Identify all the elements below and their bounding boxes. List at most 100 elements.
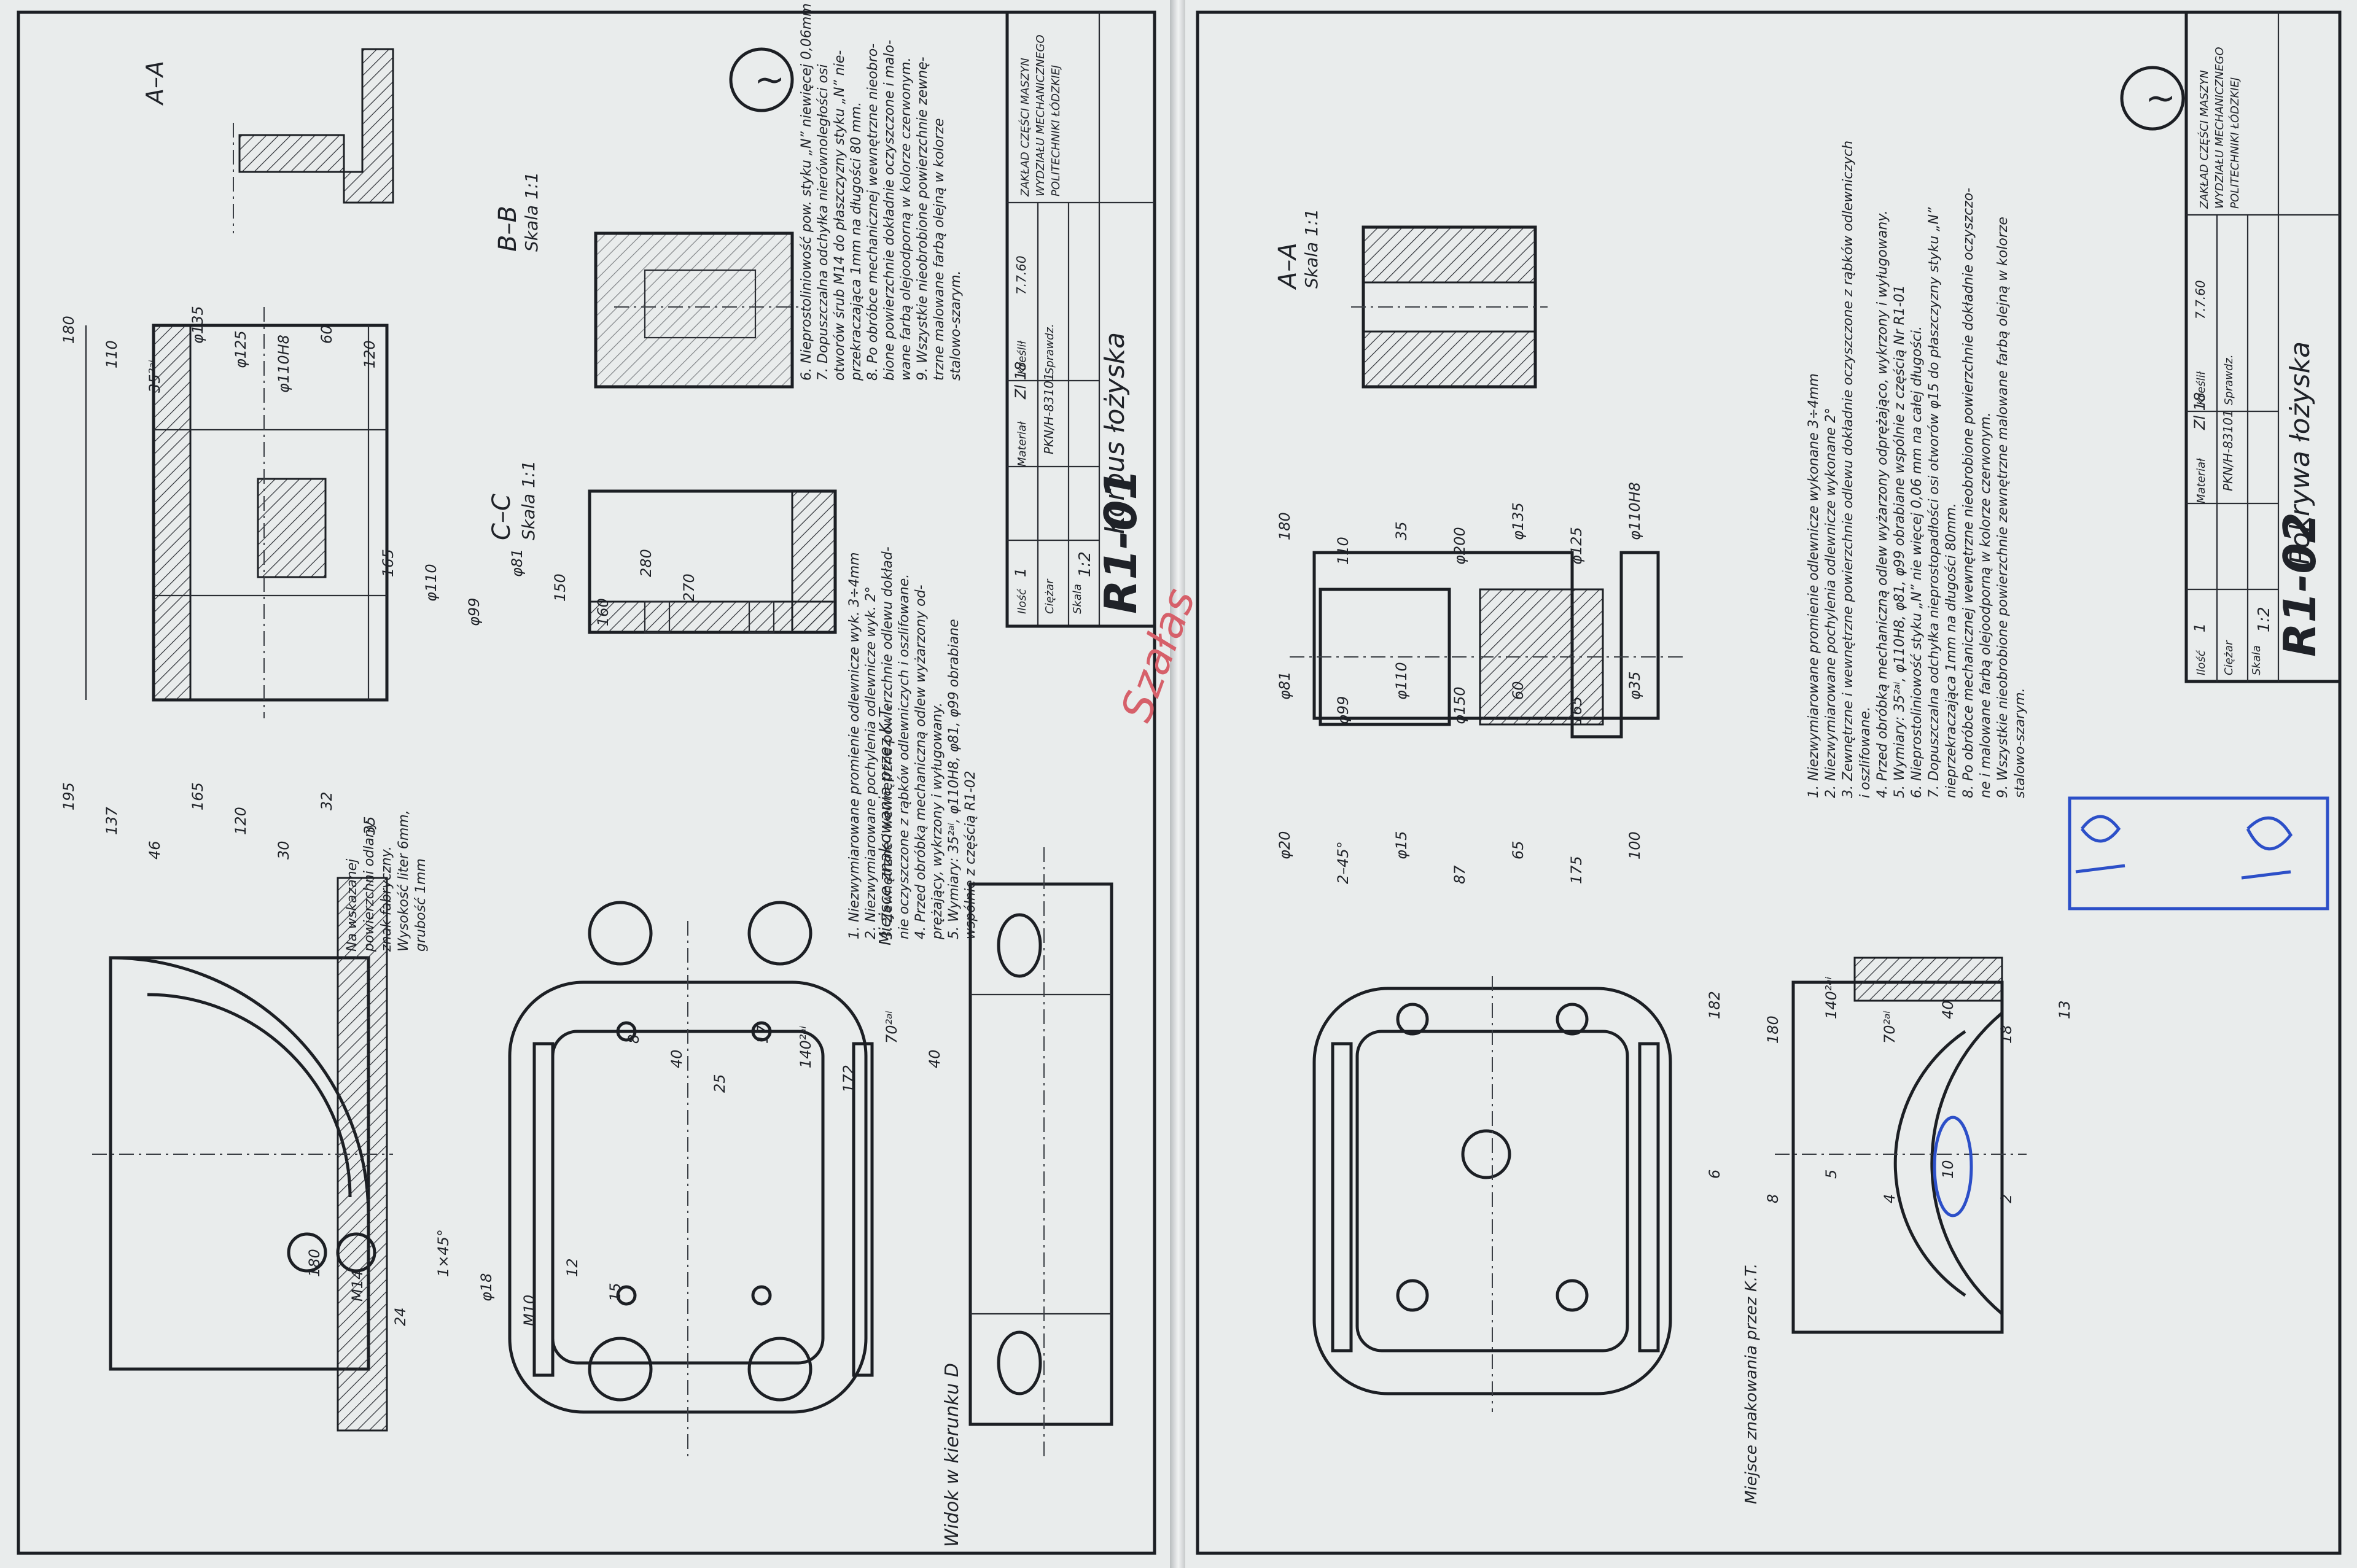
korpus-front-section	[85, 307, 389, 718]
note-line: 6. Nieprostoliniowość styku „N” nie więc…	[1909, 326, 1925, 798]
drawing-number-right: R1-02	[2274, 512, 2326, 657]
dimension-label: M14	[349, 1270, 366, 1302]
dimension-label: φ135	[189, 306, 206, 344]
dimension-label: φ110	[423, 564, 440, 602]
qty-right: 1	[2191, 623, 2208, 632]
label-section-aa-right-scale: Skala 1:1	[1301, 209, 1322, 289]
surface-note-4: Wysokość liter 6mm,	[396, 810, 411, 952]
scale-right: 1:2	[2255, 607, 2273, 632]
frame-left	[17, 10, 1156, 1555]
standard-right: PKN/H-83101	[2221, 409, 2235, 491]
dimension-label: φ125	[1568, 527, 1585, 565]
dimension-label: φ125	[232, 330, 249, 368]
material-left: Zl 18	[1012, 362, 1029, 400]
pokrywa-side-view	[1775, 957, 2027, 1334]
surface-finish-symbol-right	[2120, 66, 2185, 131]
pokrywa-top-view	[1312, 976, 1672, 1412]
dimension-label: 165	[1568, 696, 1585, 724]
checked-label-left: Sprawdz.	[1043, 324, 1056, 375]
dimension-label: 17	[754, 1025, 771, 1044]
note-line: 2. Niezwymiarowane pochylenia odlewnicze…	[863, 586, 879, 939]
dimension-label: φ81	[508, 549, 526, 577]
dimension-label: 280	[637, 549, 655, 577]
label-marking-place-left: Miejsce znakowania przez K.T.	[876, 705, 895, 945]
dimension-label: 165	[380, 549, 397, 577]
dimension-label: 165	[189, 782, 206, 810]
dimension-label: 120	[361, 340, 378, 368]
dimension-label: 110	[103, 340, 120, 368]
note-line: 1. Niezwymiarowane promienie odlewnicze …	[847, 552, 862, 939]
note-line: 8. Po obróbce mechanicznej wewnętrzne ni…	[1961, 188, 1976, 798]
dimension-label: 2	[1998, 1194, 2015, 1203]
korpus-top-view	[508, 901, 874, 1461]
dimension-label: φ18	[478, 1273, 495, 1302]
surface-note-3: znak fabryczny.	[379, 846, 394, 952]
note-line: 9. Wszystkie nieobrobione powierzchnie z…	[1995, 217, 2011, 798]
dimension-label: M10	[521, 1295, 538, 1326]
dimension-label: 140²ᵃⁱ	[1823, 977, 1840, 1019]
dimension-label: φ99	[1334, 696, 1352, 724]
institution-right-3: POLITECHNIKI ŁÓDZKIEJ	[2228, 77, 2242, 209]
label-section-aa-left: A–A	[141, 61, 168, 106]
dimension-label: 10	[1939, 1160, 1957, 1179]
note-line: bione powierzchnie dokładnie oczyszczone…	[882, 40, 897, 381]
dimension-label: 40	[668, 1049, 685, 1068]
qty-label-left: Ilość	[1016, 588, 1029, 614]
dimension-label: 180	[60, 316, 77, 344]
dimension-label: 8	[1764, 1194, 1782, 1203]
dimension-label: 46	[146, 840, 163, 860]
dimension-label: 4	[1881, 1194, 1898, 1203]
note-line: 1. Niezwymiarowane promienie odlewnicze …	[1806, 373, 1821, 798]
dimension-label: φ135	[1510, 502, 1527, 540]
note-line: wane farbą olejoodporną w kolorze czerwo…	[898, 57, 914, 381]
note-line: 4. Przed obróbką mechaniczną odlew wyżar…	[913, 584, 929, 939]
part-name-left: Korpus łożyska	[1099, 332, 1131, 534]
dimension-label: 195	[60, 782, 77, 810]
dimension-label: φ99	[466, 598, 483, 626]
svg-text:~: ~	[754, 58, 785, 101]
note-line: 9. Wszystkie nieobrobione powierzchnie z…	[915, 56, 930, 381]
frame-right	[1196, 10, 2342, 1555]
label-section-cc-scale: Skala 1:1	[518, 460, 539, 540]
korpus-view-d	[968, 847, 1113, 1461]
dimension-label: φ20	[1276, 831, 1293, 860]
dimension-label: 8	[625, 1034, 642, 1044]
dimension-label: 172	[840, 1065, 857, 1093]
dimension-label: φ110	[1393, 662, 1410, 700]
piece-label-right: Ciężar	[2223, 640, 2235, 675]
dimension-label: 182	[1706, 991, 1723, 1019]
note-line: 3. Zewnętrzne i wewnętrzne powierzchnie …	[880, 546, 895, 939]
dimension-label: 100	[1626, 831, 1643, 860]
dimension-label: 6	[1706, 1170, 1723, 1179]
dimension-label: 40	[926, 1049, 943, 1068]
note-line: nie oczyszczone z rąbków odlewniczych i …	[897, 574, 912, 939]
surface-note-2: powierzchni odlany	[362, 820, 377, 952]
dimension-label: 270	[680, 573, 698, 602]
note-line: 7. Dopuszczalna odchyłka nierównoległośc…	[816, 64, 831, 381]
dimension-label: φ110H8	[1626, 482, 1643, 540]
drawing-number-left: R1-01	[1095, 469, 1147, 614]
dimension-label: 65	[1510, 840, 1527, 860]
material-label-left: Materiał	[1016, 421, 1029, 467]
drawn-label-left: Kreślił	[1016, 340, 1029, 375]
title-block-right: ~	[2120, 10, 2342, 683]
surface-note-5: grubość 1mm	[413, 858, 429, 952]
drawn-label-right: Kreślił	[2195, 371, 2208, 405]
note-line: stalowo-szarym.	[948, 270, 964, 381]
dimension-label: 160	[594, 598, 612, 626]
note-line: 4. Przed obróbką mechaniczną odlew wyżar…	[1875, 210, 1890, 798]
sheet-fold	[1170, 0, 1185, 1568]
institution-right-2: WYDZIAŁU MECHANICZNEGO	[2213, 47, 2226, 209]
note-line: otworów śrub M14 do płaszczyzny styku „N…	[832, 50, 847, 381]
korpus-side-view	[92, 877, 393, 1432]
svg-text:~: ~	[2145, 77, 2176, 120]
institution-left-3: POLITECHNIKI ŁÓDZKIEJ	[1049, 65, 1062, 196]
institution-left-2: WYDZIAŁU MECHANICZNEGO	[1034, 34, 1047, 196]
dimension-label: 35	[361, 816, 378, 835]
note-line: i oszlifowane.	[1858, 707, 1873, 798]
dimension-label: 30	[275, 840, 292, 860]
institution-left-1: ZAKŁAD CZĘŚCI MASZYN	[1018, 58, 1032, 197]
